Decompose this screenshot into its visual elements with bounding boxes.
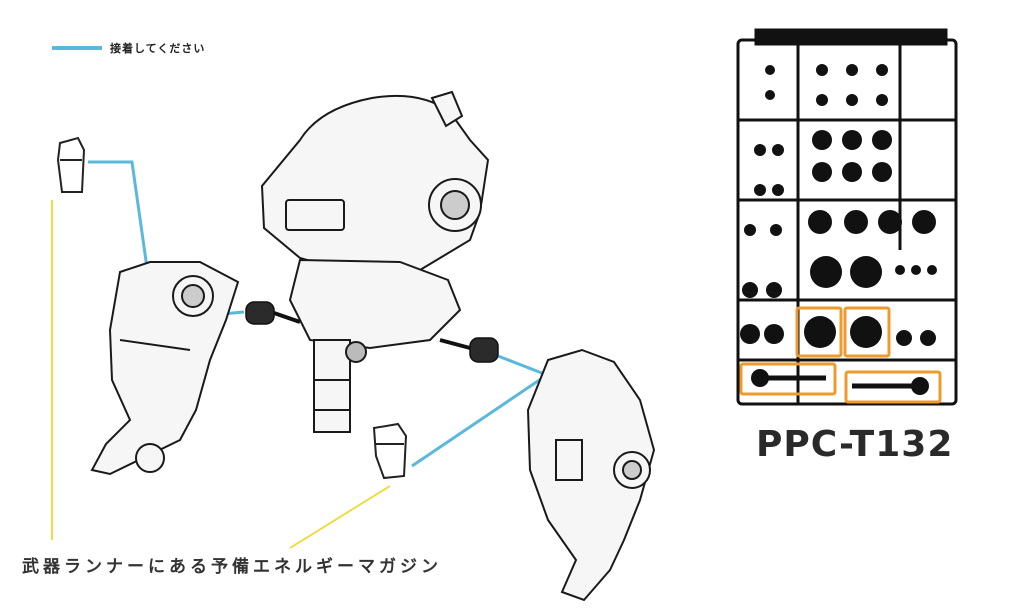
spare-magazine-caption: 武器ランナーにある予備エネルギーマガジン <box>22 557 442 577</box>
legend-glue-line <box>52 46 102 50</box>
robot-body <box>260 90 490 433</box>
spare-magazine-left <box>56 136 86 193</box>
left-leg <box>90 261 240 476</box>
runner-pegs <box>766 375 914 389</box>
legend-label: 接着してください <box>110 42 206 55</box>
runner-parts <box>740 64 937 395</box>
spare-magazine-right <box>372 422 408 480</box>
runner-highlights <box>739 306 942 404</box>
runner-code: PPC-T132 <box>756 424 954 465</box>
caption-pointer-lines <box>51 200 391 549</box>
legend: 接着してください <box>52 40 205 56</box>
joint-parts <box>245 301 499 363</box>
right-leg <box>526 348 656 602</box>
